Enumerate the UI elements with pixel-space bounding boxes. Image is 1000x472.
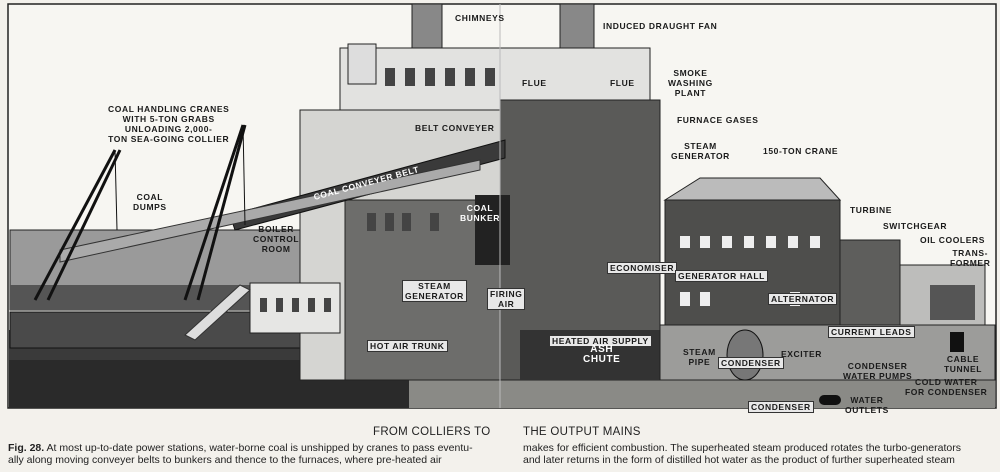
label-line: GENERATOR (405, 291, 464, 301)
label-economiser: ECONOMISER (607, 262, 678, 274)
label-line: CONDENSER (847, 361, 908, 371)
label-line: ASH (590, 344, 614, 355)
label-line: BOILER (258, 224, 294, 234)
caption-right: makes for efficient combustion. The supe… (523, 442, 999, 466)
label-line: TUNNEL (944, 364, 983, 374)
label-current-leads: CURRENT LEADS (828, 326, 915, 338)
ground (400, 380, 995, 408)
caption-left-line1: Fig. 28. At most up-to-date power statio… (8, 442, 498, 454)
label-line: WATER PUMPS (843, 371, 913, 381)
cranes (33, 124, 247, 301)
label-hot-air-trunk: HOT AIR TRUNK (367, 340, 448, 352)
generator-hall (664, 199, 841, 326)
caption-right-line1: makes for efficient combustion. The supe… (523, 442, 961, 454)
label-line: CONTROL (253, 234, 300, 244)
label-turbine: TURBINE (850, 205, 892, 215)
label-line: FOR CONDENSER (905, 387, 988, 397)
label-line: WATER (850, 395, 884, 405)
label-chimneys: CHIMNEYS (455, 13, 505, 23)
label-line: COAL HANDLING CRANES (108, 104, 230, 114)
label-heated-air-supply: HEATED AIR SUPPLY (549, 335, 652, 347)
label-line: OUTLETS (845, 405, 889, 415)
label-furnace-gases: FURNACE GASES (677, 115, 759, 125)
label-alternator: ALTERNATOR (768, 293, 838, 305)
chute (184, 284, 251, 341)
caption-left-line2: ally along moving conveyer belts to bunk… (8, 454, 442, 466)
label-generator-hall: GENERATOR HALL (675, 270, 768, 282)
label-line: CABLE (946, 354, 980, 364)
label-condenser: CONDENSER (718, 357, 784, 369)
label-line: BUNKER (460, 213, 500, 223)
label-exciter: EXCITER (781, 349, 823, 359)
label-transformer: TRANS-FORMER (950, 248, 990, 268)
label-line: SMOKE (673, 68, 708, 78)
label-line: DUMPS (133, 202, 167, 212)
label-flue-right: FLUE (610, 78, 635, 88)
label-line: TRANS- (952, 248, 989, 258)
label-line: STEAM (684, 141, 717, 151)
label-line: GENERATOR (671, 151, 730, 161)
chimney-right (559, 3, 595, 55)
label-flue-left: FLUE (522, 78, 547, 88)
chimney-left (411, 3, 443, 55)
label-line: COAL (136, 192, 164, 202)
label-line: STEAM (418, 281, 451, 291)
label-line: FIRING (490, 289, 523, 299)
label-line: PIPE (688, 357, 711, 367)
caption-text: At most up-to-date power stations, water… (44, 442, 473, 454)
label-line: UNLOADING 2,000- (124, 124, 213, 134)
label-line: COLD WATER (914, 377, 978, 387)
heading-right: THE OUTPUT MAINS (523, 426, 641, 438)
label-switchgear: SWITCHGEAR (883, 221, 948, 231)
cable-tunnel (950, 332, 964, 352)
label-line: TON SEA-GOING COLLIER (108, 134, 230, 144)
label-line: WITH 5-TON GRABS (122, 114, 215, 124)
label-line: COAL (466, 203, 494, 213)
label-oil-coolers: OIL COOLERS (920, 235, 986, 245)
coal-bunker (475, 195, 510, 265)
caption-right-line2: and later returns in the form of distill… (523, 454, 955, 466)
label-line: WASHING (668, 78, 713, 88)
heading-left: FROM COLLIERS TO (373, 426, 491, 438)
label-induced-draught-fan: INDUCED DRAUGHT FAN (603, 21, 718, 31)
label-line: FORMER (950, 258, 991, 268)
label-150-ton-crane: 150-TON CRANE (763, 146, 839, 156)
label-line: AIR (497, 299, 515, 309)
label-condenser-bottom: CONDENSER (748, 401, 814, 413)
label-line: ROOM (261, 244, 291, 254)
power-station-cutaway-illustration (7, 3, 997, 409)
label-line: CHUTE (583, 354, 621, 365)
figure-number: Fig. 28. (8, 442, 45, 454)
label-belt-conveyer: BELT CONVEYER (415, 123, 495, 133)
label-line: STEAM (683, 347, 716, 357)
switch-house (839, 239, 901, 326)
condenser-vessel (726, 329, 764, 381)
label-line: PLANT (674, 88, 707, 98)
label-coal-handling-cranes: COAL HANDLING CRANES WITH 5-TON GRABS UN… (108, 104, 229, 144)
basement (659, 324, 996, 381)
caption-left: Fig. 28. At most up-to-date power statio… (8, 442, 498, 466)
